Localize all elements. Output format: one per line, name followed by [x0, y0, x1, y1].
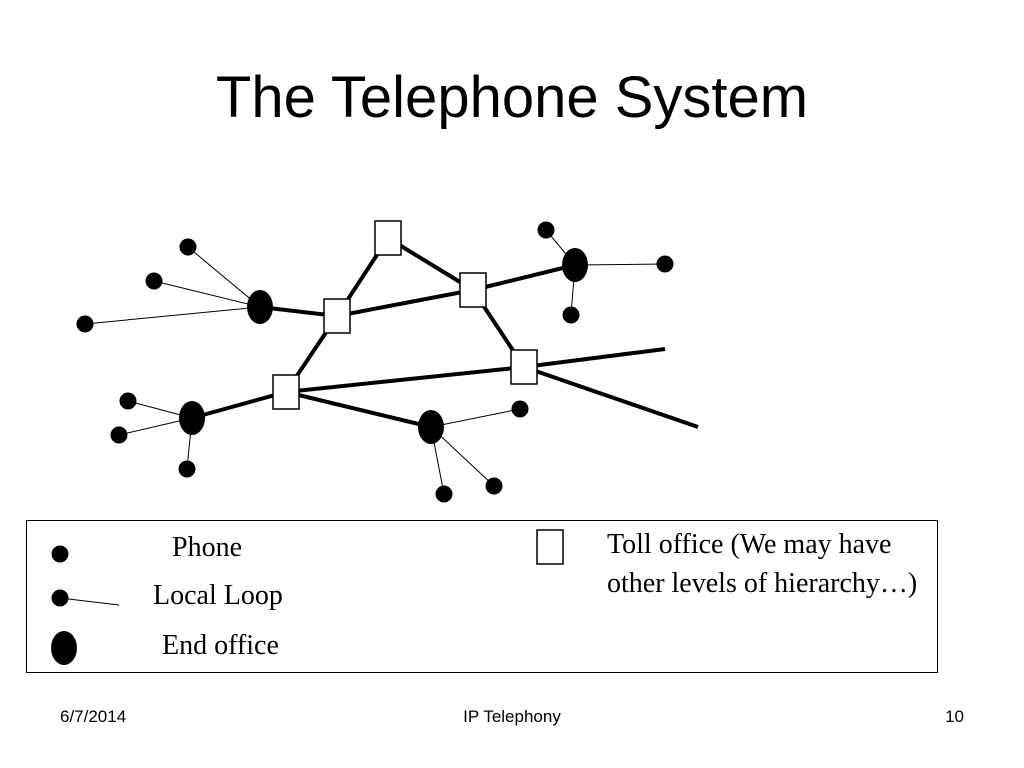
local-loop-line	[430, 408, 521, 428]
legend-local-loop-label: Local Loop	[153, 580, 283, 611]
trunk-line	[285, 390, 432, 429]
trunk-lines	[191, 236, 699, 429]
phone	[656, 255, 674, 273]
trunk-line	[523, 347, 666, 369]
legend-end-office-symbol	[51, 631, 77, 665]
phone	[110, 426, 128, 444]
trunk-line	[191, 390, 287, 420]
phone	[537, 221, 555, 239]
trunk-line	[336, 288, 474, 318]
slide-title: The Telephone System	[215, 65, 809, 130]
end-office	[247, 290, 273, 324]
legend-box	[26, 520, 938, 673]
end-offices	[179, 248, 588, 444]
footer-date: 6/7/2014	[60, 707, 127, 726]
local-loop-line	[84, 306, 261, 325]
phone	[511, 400, 529, 418]
legend-toll-office-label-line1: Toll office (We may have	[607, 529, 892, 560]
local-loop-line	[153, 280, 261, 308]
toll-offices	[272, 220, 538, 410]
toll-office	[272, 374, 300, 410]
phone	[145, 272, 163, 290]
trunk-line	[523, 365, 699, 429]
phone	[76, 315, 94, 333]
trunk-line	[472, 263, 576, 292]
footer-center-text: IP Telephony	[463, 707, 561, 726]
phone	[178, 460, 196, 478]
legend-local-loop-line	[59, 597, 120, 606]
phone	[119, 392, 137, 410]
end-office	[418, 410, 444, 444]
phone	[435, 485, 453, 503]
toll-office	[459, 272, 487, 308]
legend-end-office-label: End office	[162, 630, 279, 661]
trunk-line	[285, 365, 525, 394]
end-office	[179, 401, 205, 435]
phone	[179, 238, 197, 256]
end-office	[562, 248, 588, 282]
phone	[485, 477, 503, 495]
phone	[562, 306, 580, 324]
toll-office	[510, 349, 538, 385]
footer-page-number: 10	[945, 707, 964, 726]
legend-symbols	[51, 529, 564, 665]
legend-phone-symbol	[51, 545, 69, 563]
legend-toll-office-symbol	[536, 529, 564, 565]
phones	[76, 221, 674, 503]
legend-toll-office-label-line2: other levels of hierarchy…)	[607, 568, 918, 599]
local-loop-line	[187, 246, 261, 308]
local-loop-line	[574, 263, 666, 266]
legend-phone-label: Phone	[172, 532, 242, 563]
trunk-line	[386, 236, 475, 292]
toll-office	[374, 220, 402, 256]
toll-office	[323, 298, 351, 334]
